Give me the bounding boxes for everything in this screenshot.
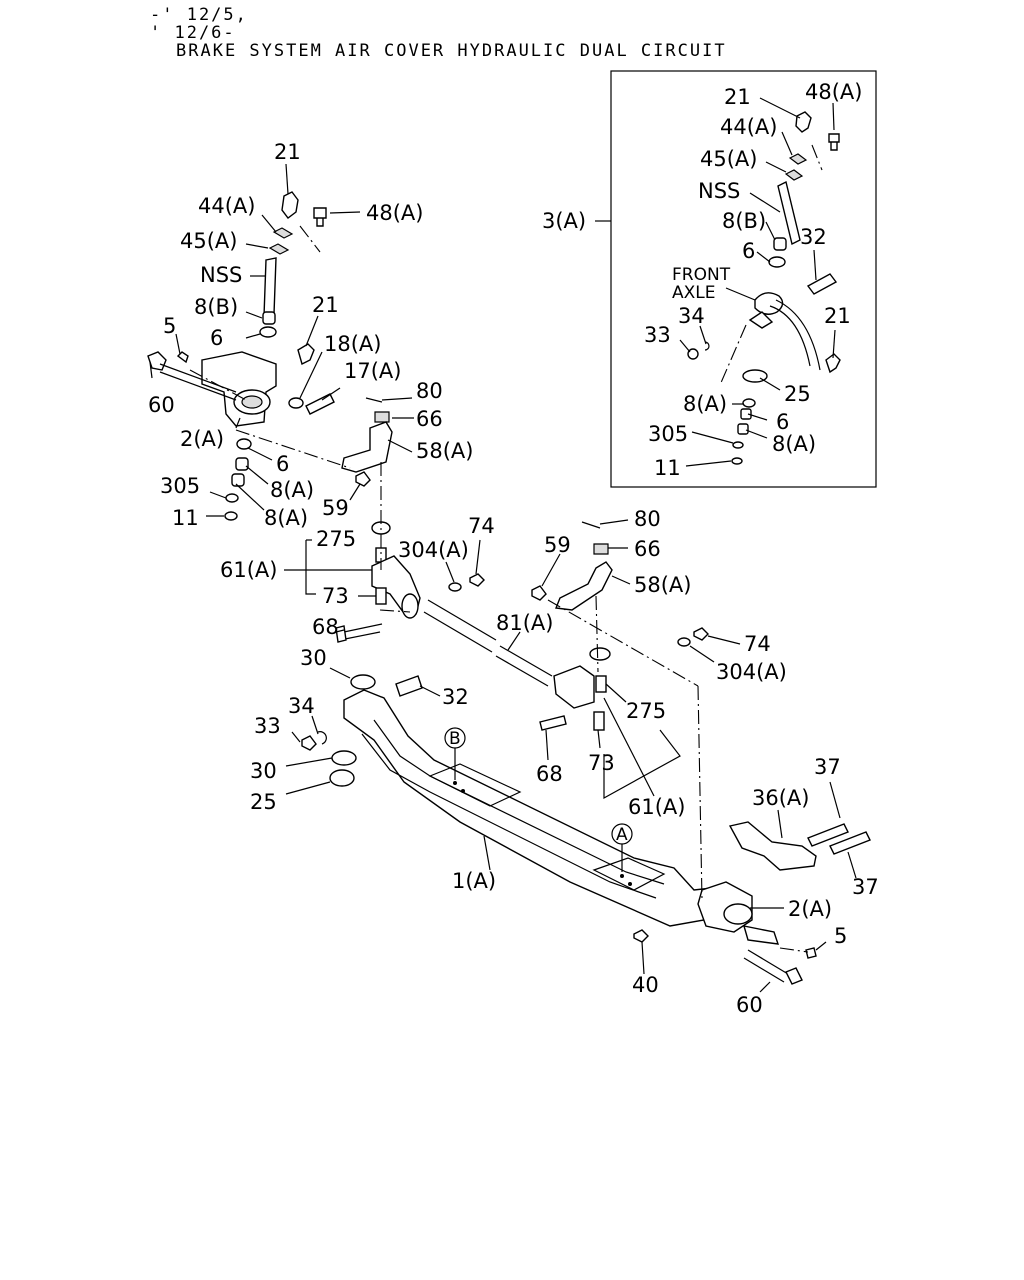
callout-25: 25 [250,790,277,814]
callout-37-bottom: 37 [852,875,879,899]
callout-275-right: 275 [626,699,666,723]
reference-marker-b: B [449,729,461,749]
callout-45: 45(A) [700,147,757,171]
inset-leader-lines [679,97,836,467]
front-axle-label-line1: FRONT [672,265,731,285]
callout-73-right: 73 [588,751,615,775]
front-axle-label-line2: AXLE [672,283,716,303]
callout-18: 18(A) [324,332,381,356]
callout-80-left: 80 [416,379,443,403]
callout-74-left: 74 [468,514,495,538]
date-range-line-2: ' 12/6- [150,23,236,43]
callout-305: 305 [648,422,688,446]
callout-44: 44(A) [720,115,777,139]
callout-8a-lower: 8(A) [772,432,816,456]
callout-21-top: 21 [274,140,301,164]
callout-33: 33 [254,714,281,738]
callout-2-right: 2(A) [788,897,832,921]
reference-marker-a: A [616,825,628,845]
callout-33: 33 [644,323,671,347]
callout-80-right: 80 [634,507,661,531]
callout-61-left: 61(A) [220,558,277,582]
callout-304-right: 304(A) [716,660,787,684]
callout-nss: NSS [200,263,242,287]
callout-36: 36(A) [752,786,809,810]
callout-32: 32 [800,225,827,249]
callout-60-left: 60 [148,393,175,417]
callout-66-right: 66 [634,537,661,561]
callout-58-right: 58(A) [634,573,691,597]
callout-34: 34 [288,694,315,718]
callout-68-right: 68 [536,762,563,786]
callout-37-top: 37 [814,755,841,779]
callout-34: 34 [678,304,705,328]
callout-6: 6 [742,239,755,263]
callout-6-top: 6 [210,326,223,350]
callout-48: 48(A) [805,80,862,104]
callout-nss: NSS [698,179,740,203]
callout-66-left: 66 [416,407,443,431]
callout-60-right: 60 [736,993,763,1017]
callout-32: 32 [442,685,469,709]
callout-58-left: 58(A) [416,439,473,463]
callout-8b: 8(B) [194,295,238,319]
callout-21-mid: 21 [312,293,339,317]
assembly-centre-lines [189,225,809,953]
callout-25: 25 [784,382,811,406]
callout-30-bottom: 30 [250,759,277,783]
callout-59-right: 59 [544,533,571,557]
inset-callouts: 21 48(A) 44(A) 45(A) NSS 8(B) 6 32 FRONT… [644,80,862,480]
inset-parts [687,111,841,465]
callout-44: 44(A) [198,194,255,218]
date-range-line-1: -' 12/5, [150,5,248,25]
callout-11: 11 [654,456,681,480]
callout-73-left: 73 [322,584,349,608]
callout-8a-left-1: 8(A) [270,478,314,502]
callout-30-top: 30 [300,646,327,670]
callout-40: 40 [632,973,659,997]
callout-45: 45(A) [180,229,237,253]
callout-17: 17(A) [344,359,401,383]
callout-5-left: 5 [163,314,176,338]
inset-box [610,70,877,488]
callout-1-axle-beam: 1(A) [452,869,496,893]
main-callouts: 21 44(A) 48(A) 45(A) NSS 8(B) 21 5 6 18(… [148,140,879,1017]
callout-59-left: 59 [322,496,349,520]
callout-68-left: 68 [312,615,339,639]
callout-21-lower: 21 [824,304,851,328]
callout-21: 21 [724,85,751,109]
callout-5-right: 5 [834,924,847,948]
callout-11: 11 [172,506,199,530]
callout-8a-left-2: 8(A) [264,506,308,530]
callout-81: 81(A) [496,611,553,635]
callout-2-left: 2(A) [180,427,224,451]
callout-8b: 8(B) [722,209,766,233]
callout-6-lower: 6 [776,410,789,434]
callout-48: 48(A) [366,201,423,225]
callout-275-left: 275 [316,527,356,551]
inset-group-label: 3(A) [542,209,586,233]
callout-6-left: 6 [276,452,289,476]
callout-74-right: 74 [744,632,771,656]
callout-305: 305 [160,474,200,498]
main-leader-lines [149,163,857,993]
callout-304-left: 304(A) [398,538,469,562]
callout-8a: 8(A) [683,392,727,416]
diagram-title: BRAKE SYSTEM AIR COVER HYDRAULIC DUAL CI… [176,41,727,61]
callout-61-right: 61(A) [628,795,685,819]
